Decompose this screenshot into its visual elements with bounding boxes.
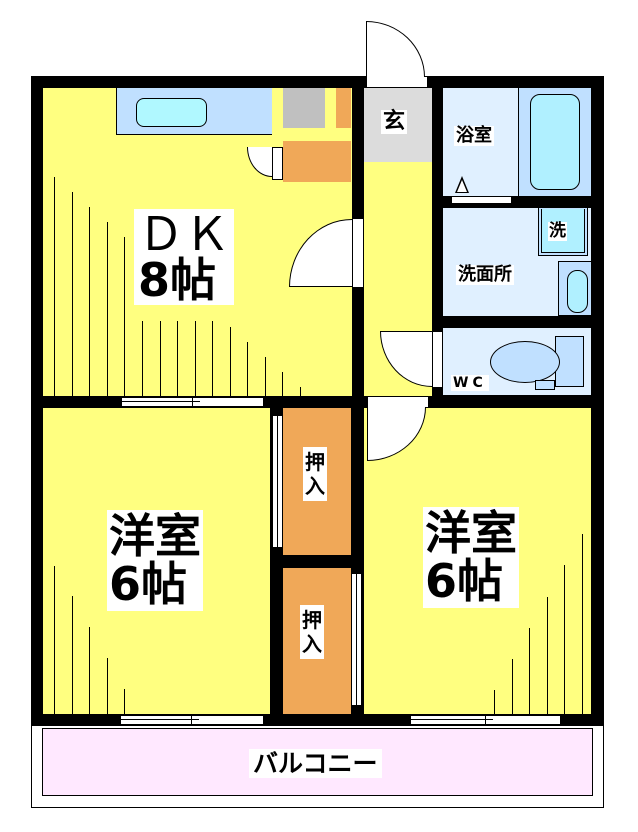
storage-small bbox=[336, 88, 351, 128]
western-left-label-size: 6帖 bbox=[109, 557, 188, 612]
dk-hatch bbox=[265, 357, 266, 396]
genkan-label: 玄 bbox=[381, 109, 408, 134]
closet-upper-label: 押 入 bbox=[303, 447, 327, 501]
storage-gray bbox=[283, 88, 325, 128]
washroom-label: 洗面所 bbox=[456, 264, 514, 285]
toilet-bowl bbox=[490, 341, 560, 383]
left-room-hatch bbox=[54, 566, 55, 714]
dk-hatch bbox=[124, 237, 125, 396]
right-room-hatch bbox=[529, 628, 530, 714]
window-line bbox=[411, 719, 493, 720]
dk-hatch bbox=[195, 321, 196, 396]
kitchen-sink bbox=[136, 98, 207, 127]
closet-lower-label: 押 入 bbox=[300, 605, 324, 659]
right-room-hatch bbox=[582, 534, 583, 714]
toilet-paper bbox=[535, 380, 555, 390]
dk-hatch bbox=[89, 207, 90, 396]
left-room-hatch bbox=[72, 596, 73, 714]
right-room-hatch bbox=[564, 565, 565, 714]
western-left-label-name: 洋室 bbox=[109, 509, 201, 563]
washer-label: 洗 bbox=[548, 221, 567, 241]
dk-hatch bbox=[72, 192, 73, 396]
washbasin bbox=[567, 270, 588, 313]
right-room-hatch bbox=[512, 659, 513, 714]
dk-hatch bbox=[107, 222, 108, 396]
dk-hatch bbox=[212, 321, 213, 396]
western-right-label: 洋室 6帖 bbox=[423, 507, 519, 608]
right-room-hatch bbox=[494, 690, 495, 714]
western-right-label-name: 洋室 bbox=[425, 506, 517, 560]
dk-hatch bbox=[160, 321, 161, 396]
dk-hatch bbox=[230, 327, 231, 396]
window-line bbox=[192, 398, 193, 407]
wc-door-opening bbox=[432, 331, 443, 388]
bathroom-label: 浴室 bbox=[454, 125, 494, 146]
window-line bbox=[485, 716, 486, 725]
balcony-label: バルコニー bbox=[249, 749, 382, 778]
left-room-hatch bbox=[124, 689, 125, 714]
wc-label: WC bbox=[451, 375, 489, 391]
dk-hatch bbox=[54, 177, 55, 396]
entrance-opening bbox=[366, 76, 428, 88]
storage-cabinet bbox=[283, 141, 351, 182]
dk-hatch bbox=[282, 372, 283, 396]
dk-hatch bbox=[247, 342, 248, 396]
dk-hatch bbox=[300, 387, 301, 396]
dk-label-name: ＤＫ bbox=[138, 207, 230, 261]
right-room-hatch bbox=[547, 597, 548, 714]
left-room-balcony-window[interactable] bbox=[121, 715, 263, 725]
dk-hatch bbox=[142, 321, 143, 396]
dk-door-opening bbox=[352, 218, 364, 288]
storage-door-opening bbox=[272, 147, 283, 180]
dk-hatch bbox=[177, 321, 178, 396]
entrance-door[interactable] bbox=[366, 21, 425, 77]
dk-label: ＤＫ 8帖 bbox=[134, 209, 234, 305]
western-left-label: 洋室 6帖 bbox=[107, 510, 203, 611]
western-right-label-size: 6帖 bbox=[425, 554, 504, 609]
sliding-door-line bbox=[277, 416, 278, 547]
left-room-hatch bbox=[107, 658, 108, 714]
dk-label-size: 8帖 bbox=[138, 253, 217, 307]
left-room-hatch bbox=[89, 627, 90, 714]
sliding-door-line bbox=[356, 574, 357, 705]
bathtub bbox=[530, 94, 580, 190]
window-line bbox=[121, 719, 199, 720]
window-line bbox=[122, 401, 200, 402]
window-line bbox=[191, 716, 192, 725]
bath-door-opening bbox=[452, 196, 511, 204]
bath-door-marker-fill bbox=[457, 180, 467, 192]
